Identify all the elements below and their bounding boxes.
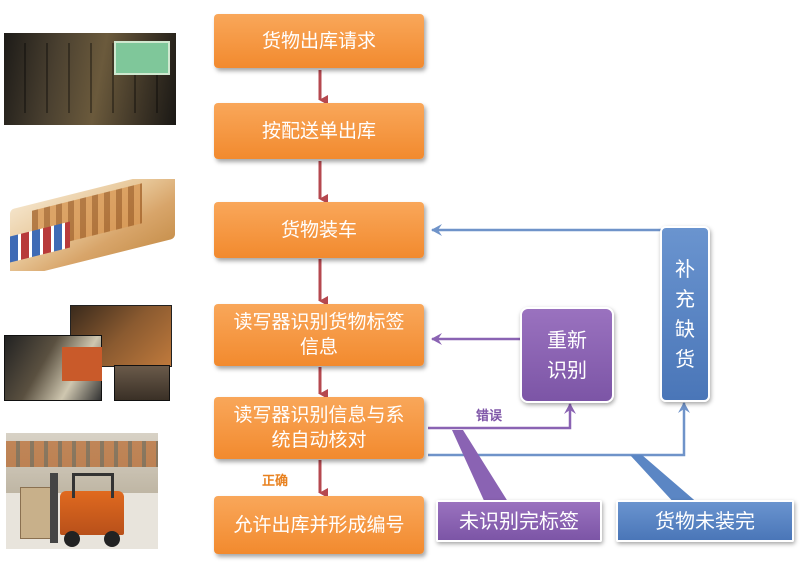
recheck-box: 重新识别	[520, 307, 614, 403]
rfid-reader-pallet-photo	[4, 305, 172, 401]
step-shipment-request: 货物出库请求	[214, 14, 424, 68]
forklift-photo	[6, 433, 158, 549]
unrecognized-label: 未识别完标签	[459, 509, 579, 533]
step-label: 读写器识别信息与系统自动核对	[233, 404, 405, 451]
step-allow-shipment: 允许出库并形成编号	[214, 496, 424, 554]
recheck-label: 重新识别	[547, 328, 587, 382]
unrecognized-tags-box: 未识别完标签	[436, 500, 602, 542]
loading-dock-3d-photo	[2, 179, 180, 271]
not-loaded-box: 货物未装完	[616, 500, 794, 542]
step-label: 货物出库请求	[261, 29, 376, 52]
warehouse-shelves-photo	[4, 33, 176, 125]
step-reader-identify-tags: 读写器识别货物标签信息	[214, 304, 424, 366]
supplement-box: 补充缺货	[660, 226, 710, 402]
step-label: 按配送单出库	[261, 119, 376, 142]
not-loaded-path	[428, 402, 690, 457]
error-label: 错误	[476, 409, 503, 424]
arrow-supplement-step3	[431, 224, 686, 236]
step-ship-by-delivery-note: 按配送单出库	[214, 103, 424, 159]
step-label: 货物装车	[280, 218, 357, 241]
callout-not-loaded	[630, 455, 700, 505]
not-loaded-label: 货物未装完	[655, 508, 755, 533]
step-goods-loading: 货物装车	[214, 202, 424, 258]
step-reader-check-system: 读写器识别信息与系统自动核对	[214, 397, 424, 459]
step-label: 允许出库并形成编号	[233, 513, 405, 536]
supplement-label: 补充缺货	[675, 257, 695, 371]
correct-label: 正确	[262, 474, 289, 489]
step-label: 读写器识别货物标签信息	[233, 311, 405, 358]
callout-unrecognized	[452, 430, 510, 505]
error-path	[428, 403, 576, 430]
